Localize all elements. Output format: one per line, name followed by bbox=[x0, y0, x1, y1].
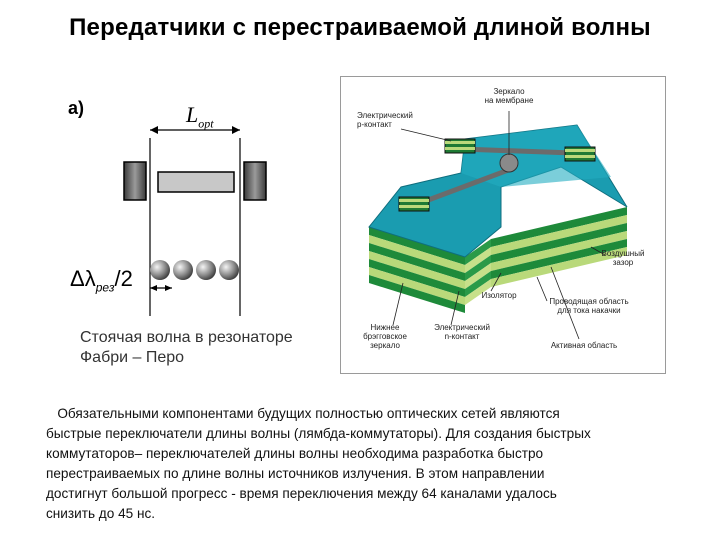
paragraph-line: достигнут большой прогресс - время перек… bbox=[46, 486, 557, 501]
label-active-region: Активная область bbox=[550, 341, 618, 350]
standing-wave-node bbox=[173, 260, 193, 280]
right-mirror bbox=[243, 161, 267, 201]
paragraph-line: коммутаторов– переключателей длины волны… bbox=[46, 446, 544, 461]
contact-pads bbox=[398, 138, 596, 212]
membrane-mirror bbox=[499, 153, 519, 173]
standing-wave-node bbox=[219, 260, 239, 280]
tunable-laser-drawing bbox=[368, 111, 628, 340]
leader-lines bbox=[392, 111, 606, 340]
paragraph-line: снизить до 45 нс. bbox=[46, 506, 156, 521]
figure-label-a: а) bbox=[68, 98, 85, 118]
fabry-perot-diagram: а) Lopt Δλрез/2 Стоячая волна в резонато… bbox=[58, 88, 328, 378]
standing-wave-node bbox=[150, 260, 170, 280]
optical-length-label: Lopt bbox=[186, 102, 214, 131]
label-insulator: Изолятор bbox=[481, 291, 517, 300]
left-mirror bbox=[123, 161, 147, 201]
membrane-arm bbox=[414, 166, 512, 208]
body-paragraph: Обязательными компонентами будущих полно… bbox=[46, 404, 696, 524]
paragraph-line: Обязательными компонентами будущих полно… bbox=[46, 406, 560, 421]
fabry-perot-drawing bbox=[123, 126, 267, 316]
standing-wave-node bbox=[196, 260, 216, 280]
active-medium bbox=[157, 171, 235, 193]
right-block-stripes bbox=[465, 207, 627, 305]
left-block-stripes bbox=[369, 227, 465, 313]
membrane-arm bbox=[460, 146, 574, 156]
delta-lambda-label: Δλрез/2 bbox=[70, 266, 133, 295]
fabry-perot-caption: Стоячая волна в резонаторе Фабри – Перо bbox=[80, 329, 293, 366]
paragraph-line: быстрые переключатели длины волны (лямбд… bbox=[46, 426, 591, 441]
page-title: Передатчики с перестраиваемой длиной вол… bbox=[69, 14, 651, 41]
paragraph-line: перестраиваемых по длине волны источнико… bbox=[46, 466, 545, 481]
